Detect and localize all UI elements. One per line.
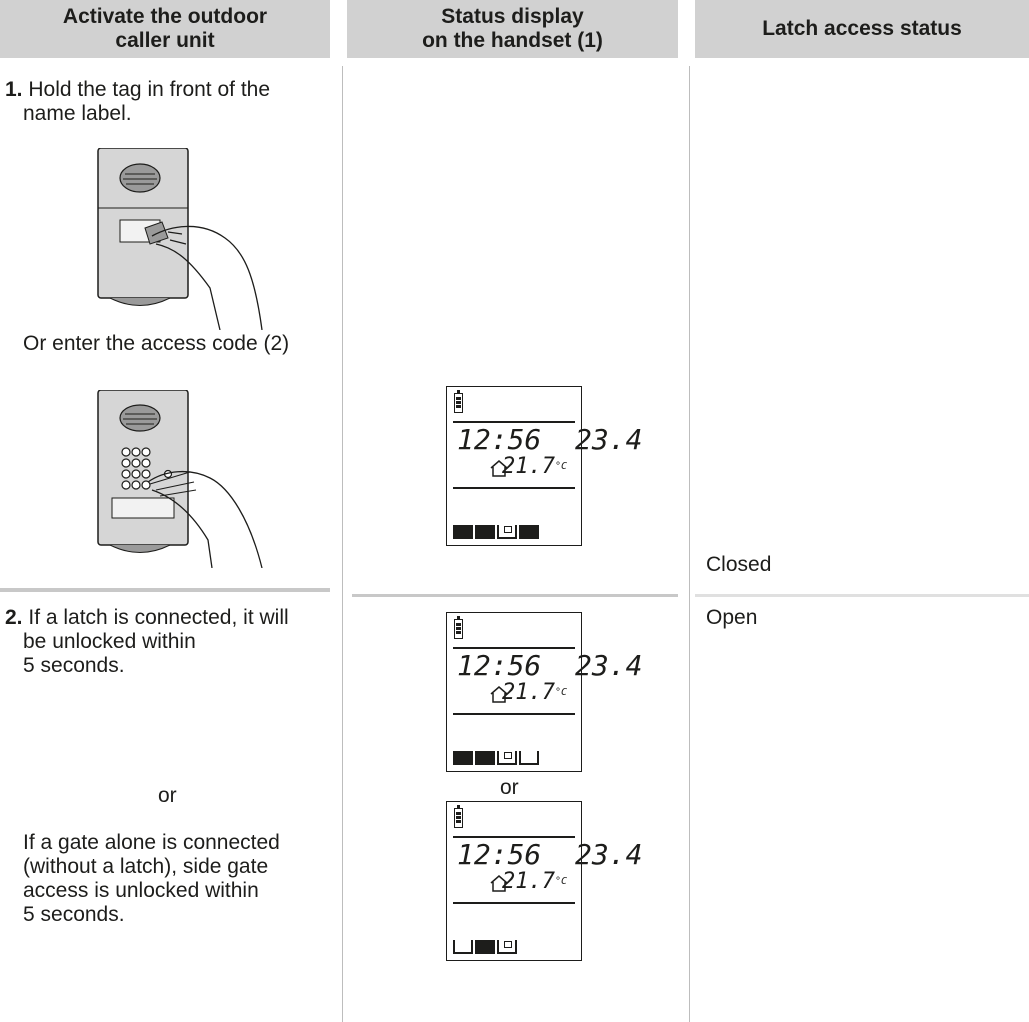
header-line: Status display	[441, 5, 584, 28]
status-open: Open	[706, 606, 758, 629]
or-separator: or	[158, 784, 177, 807]
handset-display-gate-open: 12:56 23.4 21.7°C	[446, 801, 642, 961]
tag-reader-illustration	[97, 148, 263, 330]
lcd-time-date: 12:56 23.4	[457, 423, 643, 456]
indoor-temperature-icon	[490, 686, 508, 703]
step1-instruction-line2: name label.	[23, 102, 132, 125]
header-line: Latch access status	[762, 17, 962, 40]
latch-status-bar	[453, 938, 517, 954]
or-access-code-text: Or enter the access code (2)	[23, 332, 290, 355]
column-divider	[342, 66, 343, 1022]
latch-status-bar	[453, 749, 539, 765]
latch-status-bar	[453, 523, 539, 539]
lcd-time-date: 12:56 23.4	[457, 649, 643, 682]
row-separator	[352, 594, 678, 597]
step2-alt-line: access is unlocked within	[23, 879, 259, 902]
status-closed: Closed	[706, 553, 772, 576]
battery-icon	[454, 390, 463, 413]
battery-icon	[454, 805, 463, 828]
step2-alt-line: (without a latch), side gate	[23, 855, 269, 878]
indoor-temperature-icon	[490, 875, 508, 892]
step2-alt-line: If a gate alone is connected	[23, 831, 280, 854]
keypad-illustration	[97, 390, 263, 568]
indoor-temperature-icon	[490, 460, 508, 477]
step2-instruction: 2. If a latch is connected, it will	[5, 606, 289, 629]
column-header-status-display: Status display on the handset (1)	[347, 0, 678, 58]
step2-alt-line: 5 seconds.	[23, 903, 125, 926]
row-separator	[0, 588, 330, 592]
header-line: on the handset (1)	[422, 29, 603, 52]
step-number: 1.	[5, 78, 23, 101]
handset-display-closed: 12:56 23.4 21.7°C	[446, 386, 642, 546]
lcd-time-date: 12:56 23.4	[457, 838, 643, 871]
lcd-temperature: 21.7°C	[501, 680, 567, 705]
step2-line: be unlocked within	[23, 630, 196, 653]
step-number: 2.	[5, 606, 23, 629]
battery-icon	[454, 616, 463, 639]
handset-display-latch-open: 12:56 23.4 21.7°C	[446, 612, 642, 772]
lcd-temperature: 21.7°C	[501, 454, 567, 479]
header-line: Activate the outdoor	[62, 5, 268, 28]
column-header-latch-status: Latch access status	[695, 0, 1029, 58]
handset-or-separator: or	[500, 776, 519, 799]
row-separator	[695, 594, 1029, 597]
column-header-activate: Activate the outdoor caller unit	[0, 0, 330, 58]
step1-instruction: 1. Hold the tag in front of the	[5, 78, 271, 101]
step2-line: 5 seconds.	[23, 654, 125, 677]
header-line: caller unit	[115, 29, 215, 52]
lcd-temperature: 21.7°C	[501, 869, 567, 894]
column-divider	[689, 66, 690, 1022]
